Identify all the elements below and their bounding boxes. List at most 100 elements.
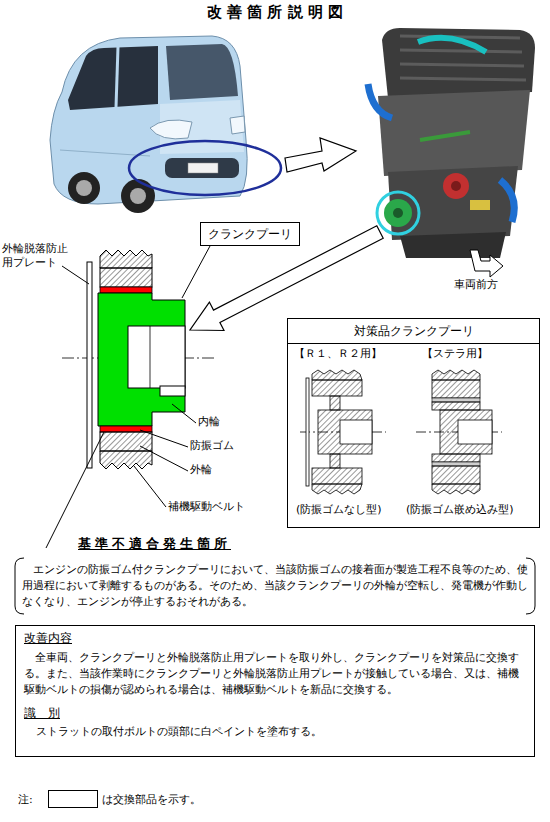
- page-title: 改 善 箇 所 説 明 図: [0, 3, 550, 23]
- pulley-section: [300, 370, 386, 494]
- box-text: 全車両、クランクプーリと外輪脱落防止用プレートを取り外し、クランクプーリを対策品…: [24, 650, 526, 698]
- engine-illustration: [400, 36, 526, 80]
- car-illustration: [76, 180, 92, 196]
- remedy-box: 改善内容全車両、クランクプーリと外輪脱落防止用プレートを取り外し、クランクプーリ…: [15, 625, 535, 757]
- engine-illustration: [377, 192, 419, 234]
- pulley-section: [340, 420, 372, 444]
- leader-line: [182, 246, 210, 298]
- countermeasure-panel: 対策品クランクプーリ【Ｒ１、Ｒ２用】【ステラ用】(防振ゴムなし型)(防振ゴム嵌め…: [287, 318, 540, 528]
- pulley-section: [416, 370, 502, 494]
- pulley-section: [306, 378, 309, 486]
- pulley-section: [432, 466, 480, 484]
- pulley-section: [432, 454, 480, 462]
- box-text: 識 別: [24, 706, 144, 722]
- note-label: 注:: [18, 793, 33, 807]
- engine-illustration: [470, 200, 490, 210]
- pulley-section: [458, 420, 492, 444]
- box-text: ストラットの取付ボルトの頭部に白ペイントを塗布する。: [36, 725, 526, 739]
- pulley-section: [312, 484, 362, 494]
- car-illustration: [188, 163, 218, 173]
- pulley-section: [432, 370, 480, 380]
- section-heading: 基準不適合発生箇所: [78, 536, 231, 553]
- direction-label: 車両前方: [454, 278, 498, 292]
- car-illustration: [121, 179, 155, 213]
- car-illustration: [68, 172, 100, 204]
- pulley-section: [160, 386, 185, 396]
- engine-illustration: [378, 90, 530, 176]
- engine-illustration: [393, 208, 403, 218]
- pulley-section: [312, 370, 362, 380]
- pulley-section: [330, 454, 340, 468]
- car-illustration: [68, 46, 158, 110]
- pulley-section: [330, 396, 340, 410]
- pulley-section: [100, 287, 152, 293]
- car-illustration: [116, 47, 118, 107]
- car-illustration: [230, 116, 245, 134]
- engine-illustration: [384, 199, 412, 227]
- car-illustration: [50, 36, 247, 204]
- engine-illustration: [443, 173, 469, 199]
- pulley-section: [312, 468, 362, 484]
- leader-line: [140, 430, 188, 447]
- leader-line: [62, 266, 89, 284]
- pulley-section: [318, 410, 372, 454]
- part-label: 外輪脱落防止用プレート: [2, 242, 72, 271]
- leader-line: [140, 446, 188, 471]
- box-heading: クランクプーリ: [201, 223, 299, 245]
- pulley-section: [128, 326, 185, 388]
- car-illustration: [129, 141, 281, 195]
- box-text: (防振ゴムなし型): [296, 503, 414, 517]
- pointer-arrow: [190, 226, 383, 331]
- pulley-section: [150, 326, 151, 388]
- leader-line: [134, 466, 166, 507]
- pulley-section: [100, 250, 152, 268]
- bracket: [15, 558, 535, 614]
- leader-line: [182, 246, 210, 298]
- leader-line: [172, 404, 196, 423]
- pulley-section: [312, 380, 362, 396]
- pointer-arrow: [285, 138, 356, 172]
- engine-illustration: [418, 38, 486, 52]
- engine-illustration: [368, 28, 535, 258]
- box-heading: 対策品クランクプーリ: [288, 319, 539, 344]
- engine-illustration: [451, 181, 461, 191]
- pulley-section: [440, 410, 492, 454]
- pointer-arrow: [285, 138, 356, 172]
- car-illustration: [50, 36, 281, 213]
- pointer-arrow: [190, 226, 383, 331]
- engine-illustration: [368, 84, 392, 118]
- box-text: 【Ｒ１、Ｒ２用】: [294, 347, 418, 361]
- pulley-section: [432, 484, 480, 494]
- pulley-section: [62, 250, 215, 469]
- direction-arrow: [470, 250, 503, 277]
- car-illustration: [165, 158, 239, 178]
- leader-line: [46, 432, 104, 548]
- legend-text: は交換部品を示す。: [102, 792, 201, 807]
- pulley-section: [100, 451, 152, 469]
- engine-illustration: [420, 132, 470, 140]
- car-illustration: [150, 120, 192, 139]
- box-text: 【ステラ用】: [422, 347, 532, 361]
- pulley-section: [432, 462, 480, 466]
- pulley-section: [432, 398, 480, 402]
- engine-illustration: [382, 28, 535, 98]
- pulley-section: [432, 402, 480, 410]
- part-label: 防振ゴム: [190, 439, 234, 453]
- legend-swatch: [48, 790, 98, 808]
- engine-illustration: [400, 232, 506, 258]
- pulley-section: [100, 268, 152, 287]
- engine-illustration: [500, 180, 514, 222]
- part-label: 内輪: [198, 415, 220, 429]
- car-illustration: [166, 44, 238, 100]
- pulley-section: [98, 293, 185, 426]
- callout-box: クランクプーリ: [200, 222, 300, 246]
- defect-description: エンジンの防振ゴム付クランクプーリにおいて、当該防振ゴムの接着面が製造工程不良等…: [22, 562, 528, 610]
- legend-item: は交換部品を示す。: [48, 790, 201, 808]
- part-label: 補機駆動ベルト: [168, 500, 245, 514]
- direction-arrow: [470, 250, 503, 277]
- box-heading: 改善内容: [24, 631, 144, 647]
- pulley-section: [87, 262, 92, 468]
